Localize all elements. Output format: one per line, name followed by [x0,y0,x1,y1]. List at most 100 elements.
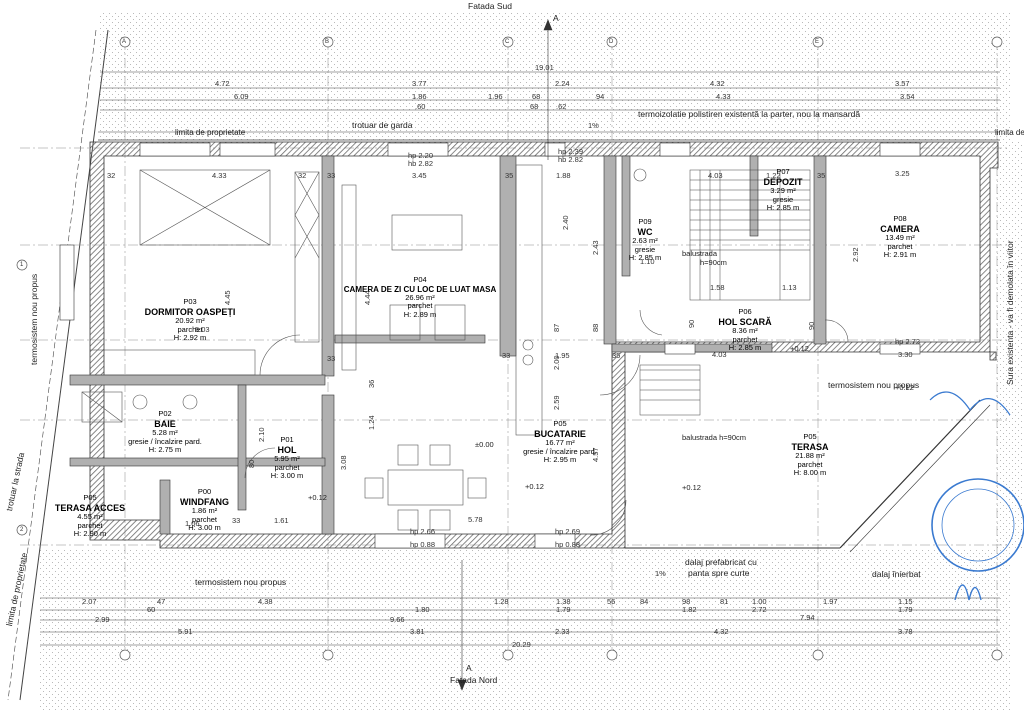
interior-dim: 5.03 [195,325,210,334]
interior-dim: 4.57 [591,447,600,462]
stamp [929,391,1024,601]
head-height: hp 2.66 [410,527,436,536]
slope-label: 1% [588,121,599,130]
property-limit-label: limita de proprietate [175,128,246,137]
level-marker: +0.12 [790,344,809,353]
dim-top: .60 [415,102,426,111]
interior-dim: 4.03 [712,350,727,359]
insulation-existing-label: termoizolatie polistiren existentă la pa… [638,109,861,119]
dim-bottom: 5.91 [178,627,193,636]
room-bedroom: P08 CAMERA 13.49 m² parchet H: 2.91 m [880,214,920,260]
existing-barn-note: Sura existenta - va fi demolata în viito… [1005,240,1015,385]
dim-top: 3.77 [412,79,427,88]
room-bathroom: P02 BAIE 5.28 m² gresie / încalzire pard… [128,409,202,455]
room-guest-bedroom: P03 DORMITOR OASPEȚI 20.92 m² parchet H:… [144,297,236,343]
level-marker: +0.12 [895,383,914,392]
interior-dim: 35 [817,171,826,180]
interior-dim: 33 [327,171,336,180]
head-height: hp 2.69 [555,527,581,536]
interior-dim: 1.22 [766,171,781,180]
sidewalk-label: trotuar de garda [352,120,413,130]
dim-top: 2.24 [555,79,570,88]
facade-north: Fatada Nord [450,675,498,685]
dim-bottom: 1.82 [682,605,697,614]
interior-dim: 3.25 [895,169,910,178]
head-height: hp 2.72 [895,337,921,346]
head-height: hp 0.88 [410,540,436,549]
dim-bottom: 2.99 [95,615,110,624]
dim-bottom: 7.94 [800,613,815,622]
grid-letter: C [505,39,510,45]
head-height: hb 2.82 [558,155,584,164]
grid-letter: B [325,39,330,45]
dim-bottom: 1.15 [898,597,913,606]
balustrade-height-note: h=90cm [700,258,727,267]
interior-dim: 32 [107,171,116,180]
site-surface-top [100,12,1012,140]
dim-bottom: 1.00 [752,597,767,606]
grass-slab-label: dalaj înierbat [872,569,921,579]
level-marker: +0.12 [308,493,327,502]
total-top-dim: 19.01 [535,63,554,72]
section-markers [457,19,553,691]
total-bottom-dim: 20.29 [512,640,531,649]
dim-top: 68 [530,102,539,111]
dim-bottom: 56 [607,597,616,606]
interior-dim: 32 [298,171,307,180]
room-windfang: P00 WINDFANG 1.86 m² parchet H: 3.00 m [180,487,229,533]
dim-bottom: 1.28 [494,597,509,606]
head-height: hp 2.39 [558,147,584,156]
dim-bottom: 3.81 [410,627,425,636]
grid-letter: A [122,39,127,45]
dim-top: 1.96 [488,92,503,101]
dimension-lines [40,71,1000,646]
room-stair-hall: P06 HOL SCARĂ 8.36 m² parchet H: 2.85 m [718,307,772,353]
prefab-slab-label-2: panta spre curte [688,568,750,578]
interior-dim: 2.59 [552,395,561,410]
dim-bottom: 9.66 [390,615,405,624]
room-access-terrace: P05 TERASA ACCES 4.55 m² parchet H: 2.90… [54,493,126,539]
dim-bottom: 84 [640,597,649,606]
section-marker-bottom: A [466,663,472,673]
interior-dim: 33 [502,351,511,360]
dim-bottom: 47 [157,597,166,606]
interior-dim: 88 [591,323,600,332]
slope-label: 1% [655,569,666,578]
dim-bottom: 2.07 [82,597,97,606]
balustrade-note: balustrada [682,249,718,258]
interior-dim: 3.45 [412,171,427,180]
insulation-new-left-label: termosistem nou propus [29,273,39,365]
dim-top: 6.09 [234,92,249,101]
dim-top: 3.54 [900,92,915,101]
interior-dim: 1.10 [640,257,655,266]
interior-dim: 35 [505,171,514,180]
interior-dim: 33 [327,354,336,363]
interior-dim: 2.92 [851,247,860,262]
dim-top: 4.32 [710,79,725,88]
interior-dim: 1.95 [555,351,570,360]
dim-bottom: 60 [147,605,156,614]
interior-dim: 1.88 [556,171,571,180]
grid-bubbles [16,36,1003,661]
interior-dim: 87 [552,323,561,332]
room-hall: P01 HOL 5.95 m² parchet H: 3.00 m [270,435,304,481]
dim-bottom: 1.79 [556,605,571,614]
dim-bottom: 1.06 [185,519,200,528]
dim-bottom: 2.33 [555,627,570,636]
interior-dim: 36 [367,379,376,388]
dim-bottom: 1.38 [556,597,571,606]
dim-top: 1.86 [412,92,427,101]
interior-dim: 2.43 [591,240,600,255]
room-living-dining: P04 CAMERA DE ZI CU LOC DE LUAT MASA 26.… [343,275,497,320]
section-marker-top: A [553,13,559,23]
insulation-new-label: termosistem nou propus [195,577,287,587]
room-terrace: P05 TERASA 21.88 m² parchet H: 8.00 m [791,432,829,478]
level-marker: +0.12 [525,482,544,491]
interior-dim: 1.61 [274,516,289,525]
room-kitchen: P05 BUCATARIE 16.77 m² gresie / încalzir… [523,419,597,465]
facade-south: Fatada Sud [468,1,512,11]
dim-top: 94 [596,92,605,101]
dim-bottom: 2.72 [752,605,767,614]
dim-bottom: 81 [720,597,729,606]
property-limit-right-label: limita de [995,128,1024,137]
